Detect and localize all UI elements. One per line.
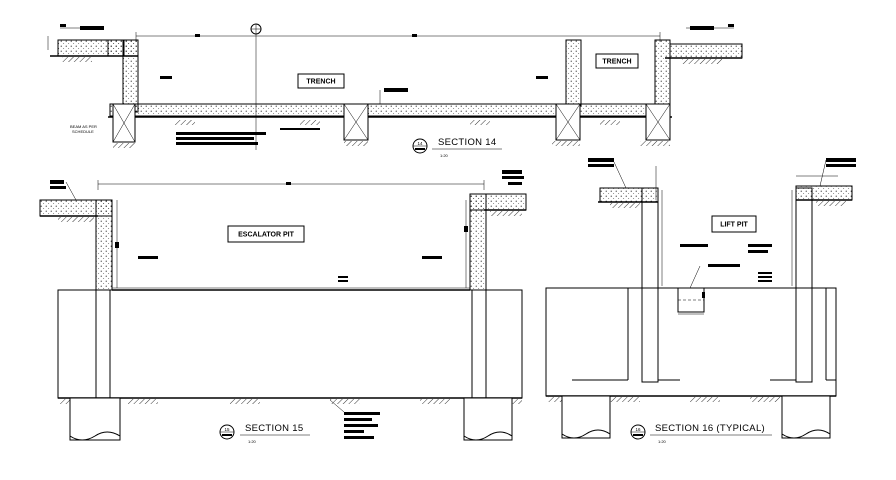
section-16-drawing: LIFT PIT 16 SECTION 16 (TYPICAL) 1:20 — [545, 158, 856, 444]
escalator-pit-label: ESCALATOR PIT — [238, 232, 294, 239]
section-16-title: SECTION 16 (TYPICAL) — [655, 423, 765, 434]
svg-text:SCHEDULE: SCHEDULE — [72, 129, 94, 134]
section-14-title: SECTION 14 — [438, 137, 496, 148]
trench-label-right: TRENCH — [602, 59, 631, 66]
trench-label: TRENCH — [306, 79, 335, 86]
section-14-scale: 1:20 — [440, 153, 449, 158]
section-14-number: 14 — [417, 141, 423, 146]
section-16-number: 16 — [635, 427, 641, 432]
section-15-title: SECTION 15 — [245, 423, 303, 434]
section-16-scale: 1:20 — [658, 439, 667, 444]
lift-pit-label: LIFT PIT — [720, 222, 748, 229]
section-15-drawing: ESCALATOR PIT 15 SECTION 15 1:20 — [39, 170, 527, 444]
section-15-scale: 1:20 — [248, 439, 257, 444]
section-15-number: 15 — [224, 427, 230, 432]
beam-note: BEAM AS PER — [70, 124, 97, 129]
section-14-drawing: TRENCH TRENCH BEAM AS PER SCHEDULE 14 SE… — [47, 23, 743, 158]
